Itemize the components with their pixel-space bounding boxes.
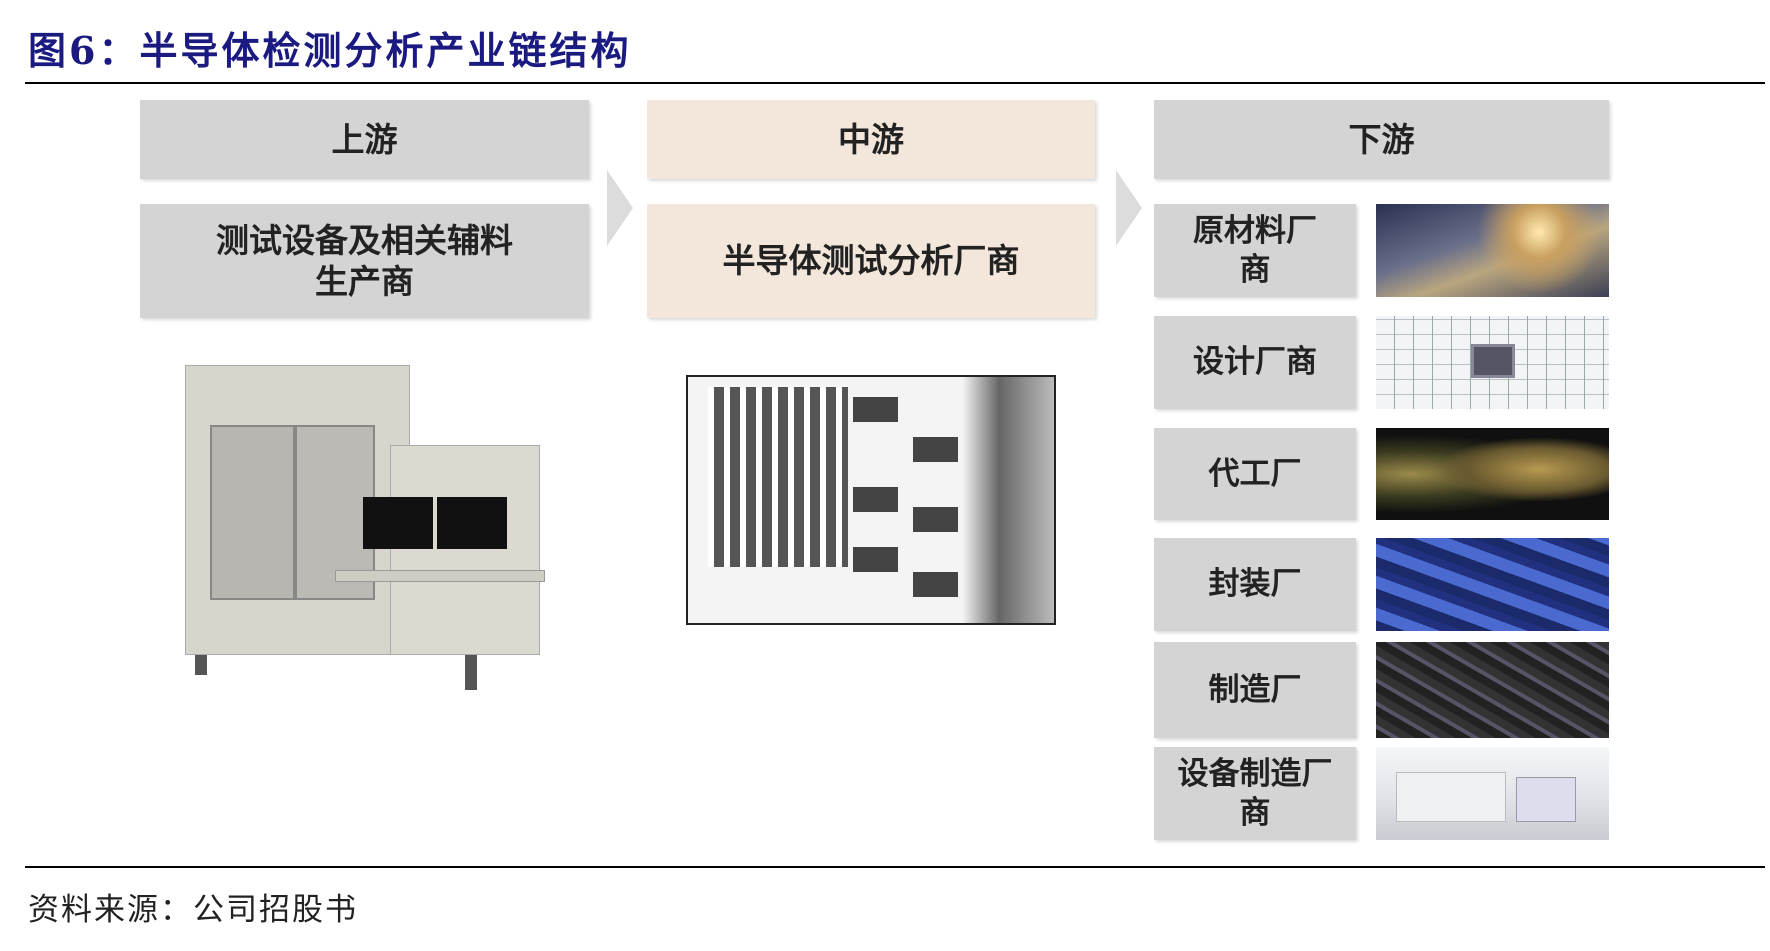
pcb-photo [1376, 642, 1609, 738]
source-note: 资料来源：公司招股书 [28, 892, 358, 928]
downstream-item-equipment: 设备制造厂商 [1154, 747, 1356, 840]
figure-title: 图6：半导体检测分析产业链结构 [28, 28, 632, 73]
wafer-foundry-photo [1376, 428, 1609, 520]
downstream-item-packaging: 封装厂 [1154, 538, 1356, 631]
downstream-item-manufacturing: 制造厂 [1154, 642, 1356, 738]
arrow-right-icon [1116, 170, 1142, 246]
wafer-photo [1376, 204, 1609, 297]
midstream-content: 半导体测试分析厂商 [647, 204, 1095, 318]
test-equipment-photo [185, 365, 545, 695]
upstream-header: 上游 [140, 100, 589, 179]
circuit-design-photo [1376, 316, 1609, 409]
bottom-divider [25, 866, 1765, 868]
top-divider [25, 82, 1765, 84]
downstream-item-raw-materials: 原材料厂商 [1154, 204, 1356, 297]
equipment-photo [1376, 747, 1609, 840]
downstream-header: 下游 [1154, 100, 1609, 179]
midstream-header: 中游 [647, 100, 1095, 179]
downstream-item-foundry: 代工厂 [1154, 428, 1356, 520]
arrow-right-icon [607, 170, 633, 246]
packaged-chips-photo [1376, 538, 1609, 631]
downstream-item-design: 设计厂商 [1154, 316, 1356, 409]
sem-image [686, 375, 1056, 625]
upstream-content: 测试设备及相关辅料生产商 [140, 204, 589, 318]
